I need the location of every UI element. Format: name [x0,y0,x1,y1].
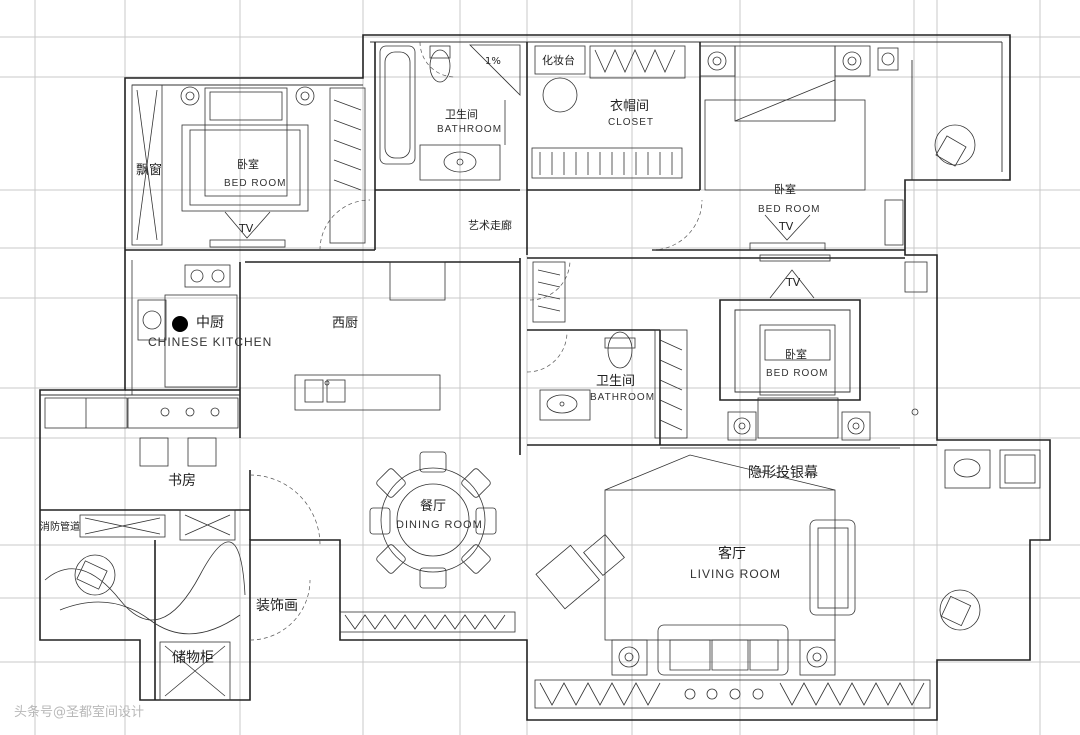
label-western-kitchen: 西厨 [332,316,358,331]
doors [249,41,703,641]
study-furniture [44,397,246,701]
label-bathroom1: 卫生间 [445,107,478,121]
label-living: 客厅 [718,545,746,562]
label-closet: 衣帽间 [610,98,649,114]
chinese-kitchen-fixtures [131,260,238,395]
label-storage-cabinet: 储物柜 [172,650,214,666]
label-bedroom3: 卧室 [785,347,807,361]
dining-furniture [339,451,516,633]
label-bedroom3-en: BED ROOM [766,368,828,379]
bedroom3-furniture [727,254,928,441]
label-bathroom2: 卫生间 [596,374,635,389]
bathroom1-fixtures [379,44,521,181]
label-hidden-screen: 隐形投银幕 [748,465,818,481]
label-slope: 1% [485,56,501,67]
label-bedroom1: 卧室 [237,157,259,171]
label-tv1: TV [238,222,254,235]
walls [39,34,1051,721]
label-tv2: TV [778,220,794,233]
label-bedroom1-en: BED ROOM [224,178,286,189]
label-bay-window: 飘窗 [136,162,162,178]
label-chinese-kitchen: 中厨 [196,315,224,331]
bedroom1-furniture [131,84,366,248]
label-fire-pipe: 消防管道 [40,520,80,533]
room-labels: 飘窗 卧室 BED ROOM TV 卫生间 BATHROOM 1% 化妆台 衣帽… [40,53,828,666]
watermark: 头条号@圣都室间设计 [14,704,144,720]
label-dining-en: DINING ROOM [396,519,483,531]
closet-fixtures [531,45,686,179]
label-art-corridor: 艺术走廊 [468,218,512,232]
label-chinese-kitchen-en: CHINESE KITCHEN [148,335,272,349]
label-bedroom2: 卧室 [774,182,796,196]
bathroom2-fixtures [532,261,688,439]
label-bedroom2-en: BED ROOM [758,204,820,215]
label-study: 书房 [168,473,196,489]
kitchen-marker [172,316,188,332]
label-closet-en: CLOSET [608,117,654,128]
label-decorative-painting: 装饰画 [256,598,298,614]
label-bathroom1-en: BATHROOM [437,124,502,135]
label-dresser: 化妆台 [542,53,575,67]
living-furniture [534,447,1041,709]
label-tv3: TV [785,276,801,289]
label-living-en: LIVING ROOM [690,567,781,581]
label-bathroom2-en: BATHROOM [590,392,655,403]
western-kitchen-fixtures [294,261,446,411]
label-dining: 餐厅 [420,498,446,514]
bedroom2-furniture [699,45,976,251]
